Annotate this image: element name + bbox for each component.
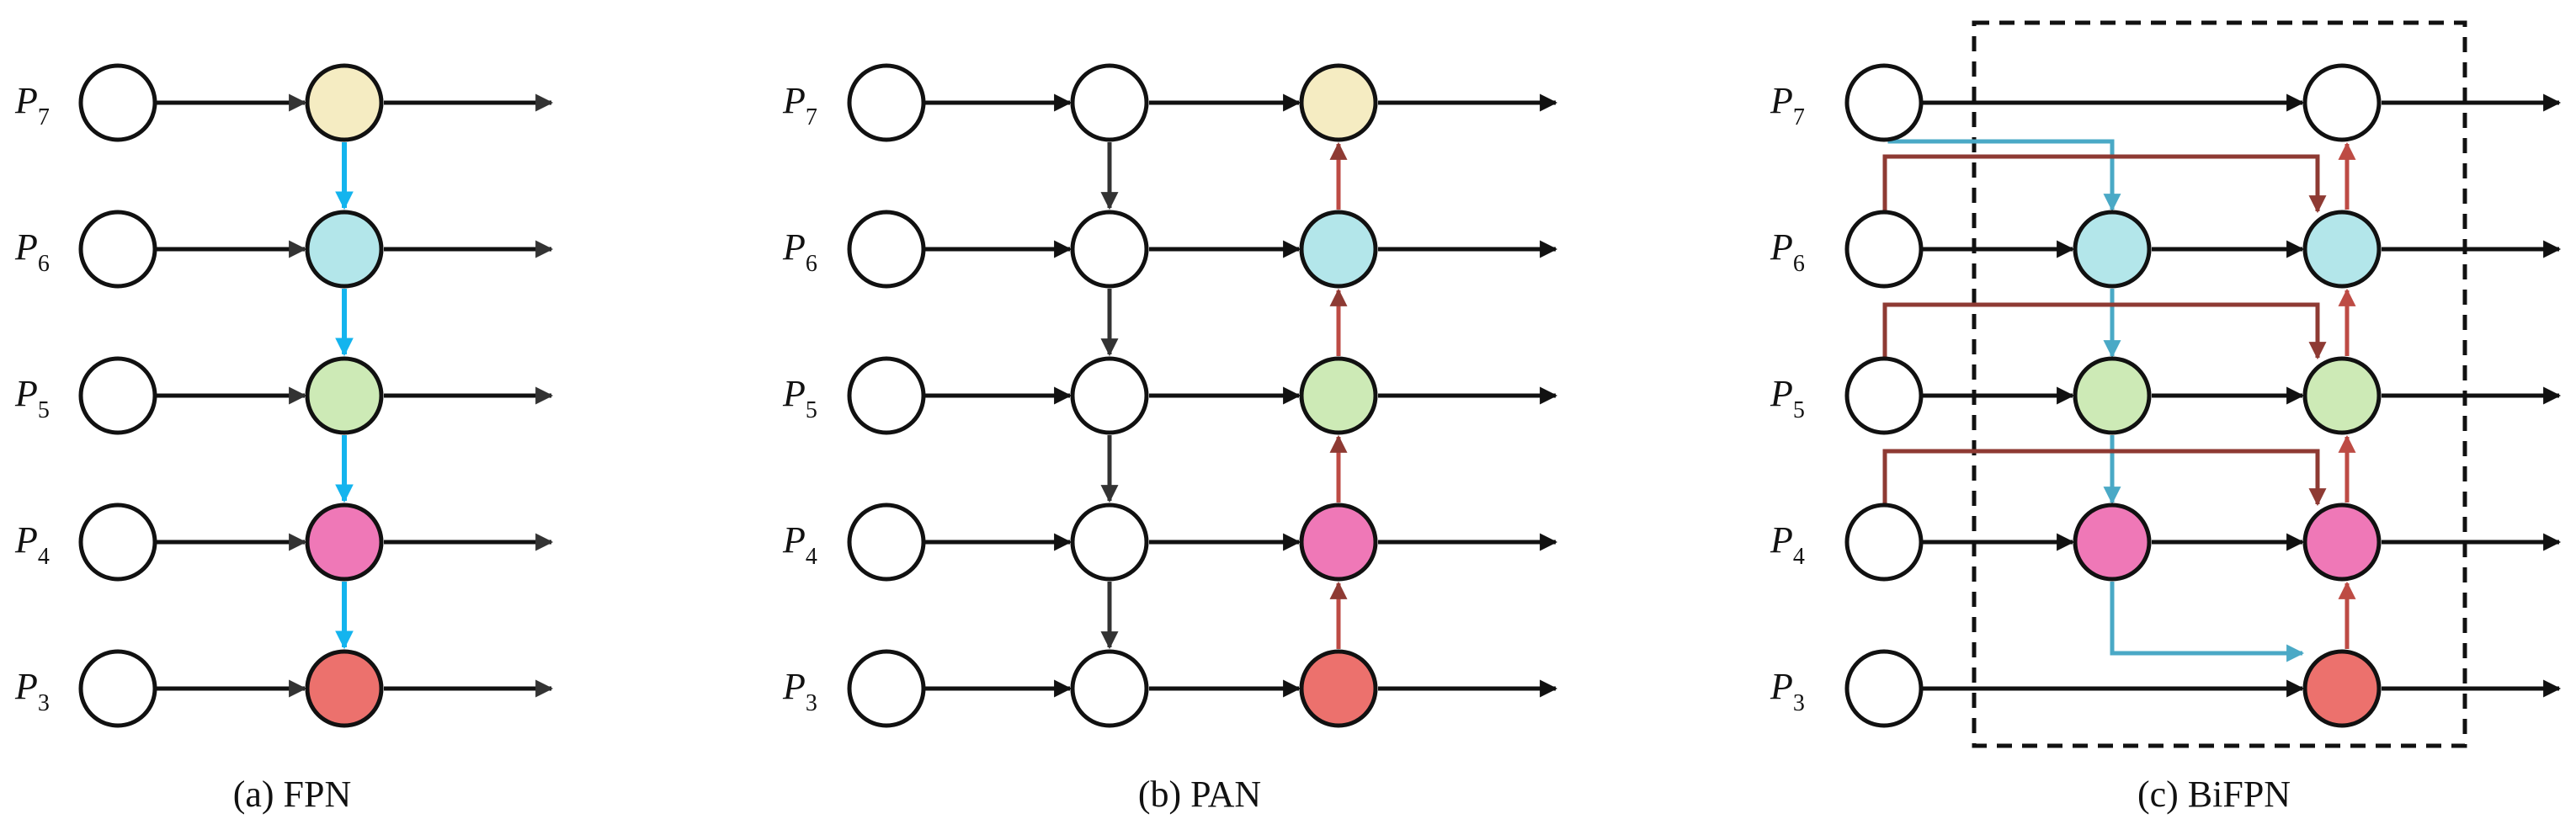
pan-input-node-p4 bbox=[847, 503, 926, 582]
fpn-label-p6: P bbox=[14, 226, 38, 268]
svg-text:P6: P6 bbox=[1770, 226, 1805, 277]
fpn-input-node-p7 bbox=[78, 63, 157, 142]
svg-text:P7: P7 bbox=[782, 80, 817, 130]
bifpn-label-p7: P bbox=[1770, 80, 1793, 121]
svg-text:P4: P4 bbox=[782, 519, 817, 570]
pan-input-node-p6 bbox=[847, 210, 926, 289]
bifpn-horizontal-edges bbox=[1922, 93, 2562, 698]
pan-input-node-p5 bbox=[847, 356, 926, 435]
bifpn-nodes bbox=[1844, 63, 2382, 728]
bifpn-mid-node-p5 bbox=[2073, 356, 2152, 435]
pan-label-p6: P bbox=[782, 226, 806, 268]
pan-output-node-p3 bbox=[1299, 649, 1378, 728]
fpn-input-node-p6 bbox=[78, 210, 157, 289]
bifpn-label-p3: P bbox=[1770, 666, 1793, 707]
pan-mid-node-p4 bbox=[1070, 503, 1149, 582]
svg-text:P6: P6 bbox=[782, 226, 817, 277]
pan-output-node-p6 bbox=[1299, 210, 1378, 289]
fpn-output-node-p6 bbox=[305, 210, 384, 289]
panel-fpn: P7 P6 P5 P4 P3 bbox=[14, 63, 554, 815]
bifpn-label-p6: P bbox=[1770, 226, 1793, 268]
svg-text:P5: P5 bbox=[782, 373, 817, 423]
bifpn-label-p4: P bbox=[1770, 519, 1793, 561]
pan-output-node-p5 bbox=[1299, 356, 1378, 435]
bifpn-input-node-p7 bbox=[1844, 63, 1924, 142]
bifpn-repeated-block-box bbox=[1972, 20, 2467, 748]
pan-caption: (b) PAN bbox=[1138, 774, 1261, 815]
bifpn-input-node-p4 bbox=[1844, 503, 1924, 582]
bifpn-edge-down-4-3 bbox=[2110, 582, 2305, 662]
pan-mid-node-p6 bbox=[1070, 210, 1149, 289]
fpn-input-node-p4 bbox=[78, 503, 157, 582]
fpn-output-node-p7 bbox=[305, 63, 384, 142]
svg-text:P6: P6 bbox=[14, 226, 50, 277]
fpn-level-labels: P7 P6 P5 P4 P3 bbox=[14, 80, 50, 716]
panel-pan: P7 P6 P5 P4 P3 bbox=[782, 63, 1558, 815]
pan-input-node-p3 bbox=[847, 649, 926, 728]
pan-output-node-p7 bbox=[1299, 63, 1378, 142]
bifpn-input-node-p5 bbox=[1844, 356, 1924, 435]
fpn-label-p4: P bbox=[14, 519, 38, 561]
pan-label-p5: P bbox=[782, 373, 806, 414]
fpn-label-p7: P bbox=[14, 80, 38, 121]
svg-text:P3: P3 bbox=[782, 666, 817, 716]
svg-text:P7: P7 bbox=[14, 80, 50, 130]
fpn-input-node-p3 bbox=[78, 649, 157, 728]
bifpn-mid-node-p4 bbox=[2073, 503, 2152, 582]
pan-output-node-p4 bbox=[1299, 503, 1378, 582]
fpn-caption: (a) FPN bbox=[233, 774, 352, 815]
pan-mid-node-p7 bbox=[1070, 63, 1149, 142]
bifpn-input-node-p6 bbox=[1844, 210, 1924, 289]
svg-text:P4: P4 bbox=[14, 519, 50, 570]
fpn-output-node-p5 bbox=[305, 356, 384, 435]
panel-bifpn: P7 P6 P5 P4 P3 bbox=[1770, 20, 2562, 815]
bifpn-edge-down-7-6 bbox=[1887, 139, 2121, 212]
svg-text:P7: P7 bbox=[1770, 80, 1805, 130]
bifpn-skip-edge-p4 bbox=[1882, 449, 2327, 507]
svg-text:P3: P3 bbox=[1770, 666, 1805, 716]
pan-mid-node-p5 bbox=[1070, 356, 1149, 435]
bifpn-mid-node-p6 bbox=[2073, 210, 2152, 289]
fpn-output-node-p4 bbox=[305, 503, 384, 582]
svg-text:P4: P4 bbox=[1770, 519, 1805, 570]
bifpn-skip-edges bbox=[1882, 154, 2327, 507]
fpn-label-p3: P bbox=[14, 666, 38, 707]
svg-text:P5: P5 bbox=[1770, 373, 1805, 423]
fpn-output-node-p3 bbox=[305, 649, 384, 728]
fpn-nodes bbox=[78, 63, 384, 728]
bifpn-output-node-p6 bbox=[2302, 210, 2382, 289]
pan-horizontal-edges bbox=[923, 93, 1558, 698]
bifpn-caption: (c) BiFPN bbox=[2137, 774, 2291, 815]
pan-mid-node-p3 bbox=[1070, 649, 1149, 728]
svg-text:P3: P3 bbox=[14, 666, 50, 716]
svg-text:P5: P5 bbox=[14, 373, 50, 423]
bifpn-skip-edge-p5 bbox=[1882, 302, 2327, 360]
bifpn-output-node-p7 bbox=[2302, 63, 2382, 142]
bifpn-input-node-p3 bbox=[1844, 649, 1924, 728]
bifpn-skip-edge-p6 bbox=[1882, 154, 2327, 214]
bifpn-level-labels: P7 P6 P5 P4 P3 bbox=[1770, 80, 1805, 716]
bifpn-output-node-p3 bbox=[2302, 649, 2382, 728]
pan-level-labels: P7 P6 P5 P4 P3 bbox=[782, 80, 817, 716]
pan-label-p4: P bbox=[782, 519, 806, 561]
pan-label-p7: P bbox=[782, 80, 806, 121]
fpn-input-node-p5 bbox=[78, 356, 157, 435]
pan-label-p3: P bbox=[782, 666, 806, 707]
fpn-horizontal-edges bbox=[156, 93, 554, 698]
bifpn-label-p5: P bbox=[1770, 373, 1793, 414]
bifpn-output-node-p5 bbox=[2302, 356, 2382, 435]
bifpn-output-node-p4 bbox=[2302, 503, 2382, 582]
pan-nodes bbox=[847, 63, 1378, 728]
pan-input-node-p7 bbox=[847, 63, 926, 142]
fpn-label-p5: P bbox=[14, 373, 38, 414]
